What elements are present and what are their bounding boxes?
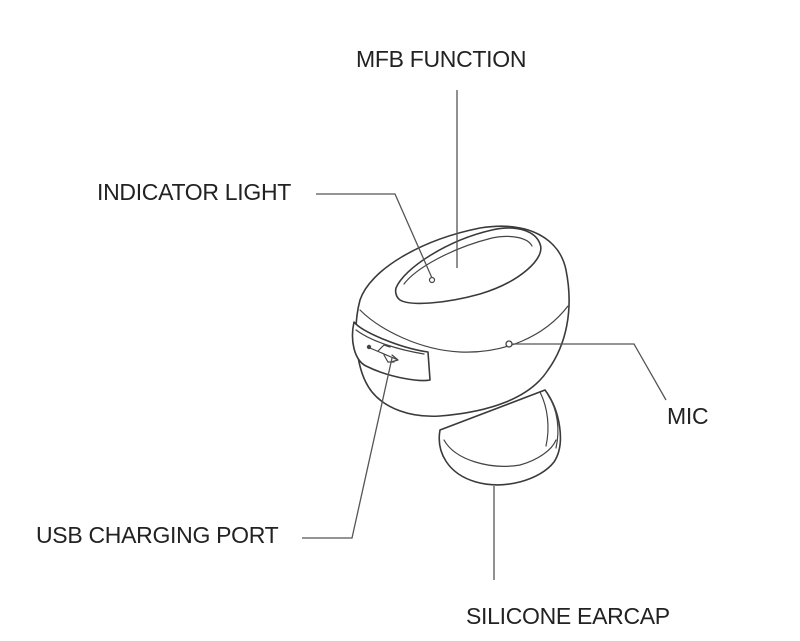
label-usb-charging-port: USB CHARGING PORT	[36, 522, 279, 548]
mfb-button	[394, 227, 542, 305]
label-mic: MIC	[667, 403, 709, 429]
leader-mic	[512, 343, 667, 401]
usb-port-panel	[351, 321, 431, 382]
label-indicator-light: INDICATOR LIGHT	[97, 179, 291, 205]
silicone-earcap	[438, 389, 562, 486]
earbud-illustration	[351, 225, 570, 486]
label-mfb-function: MFB FUNCTION	[356, 46, 527, 72]
mic-hole	[505, 340, 513, 348]
label-silicone-earcap: SILICONE EARCAP	[466, 603, 670, 629]
usb-symbol-icon	[366, 344, 399, 363]
leader-indicator	[316, 193, 433, 279]
leader-usb	[302, 357, 393, 539]
leader-lines	[302, 90, 667, 580]
